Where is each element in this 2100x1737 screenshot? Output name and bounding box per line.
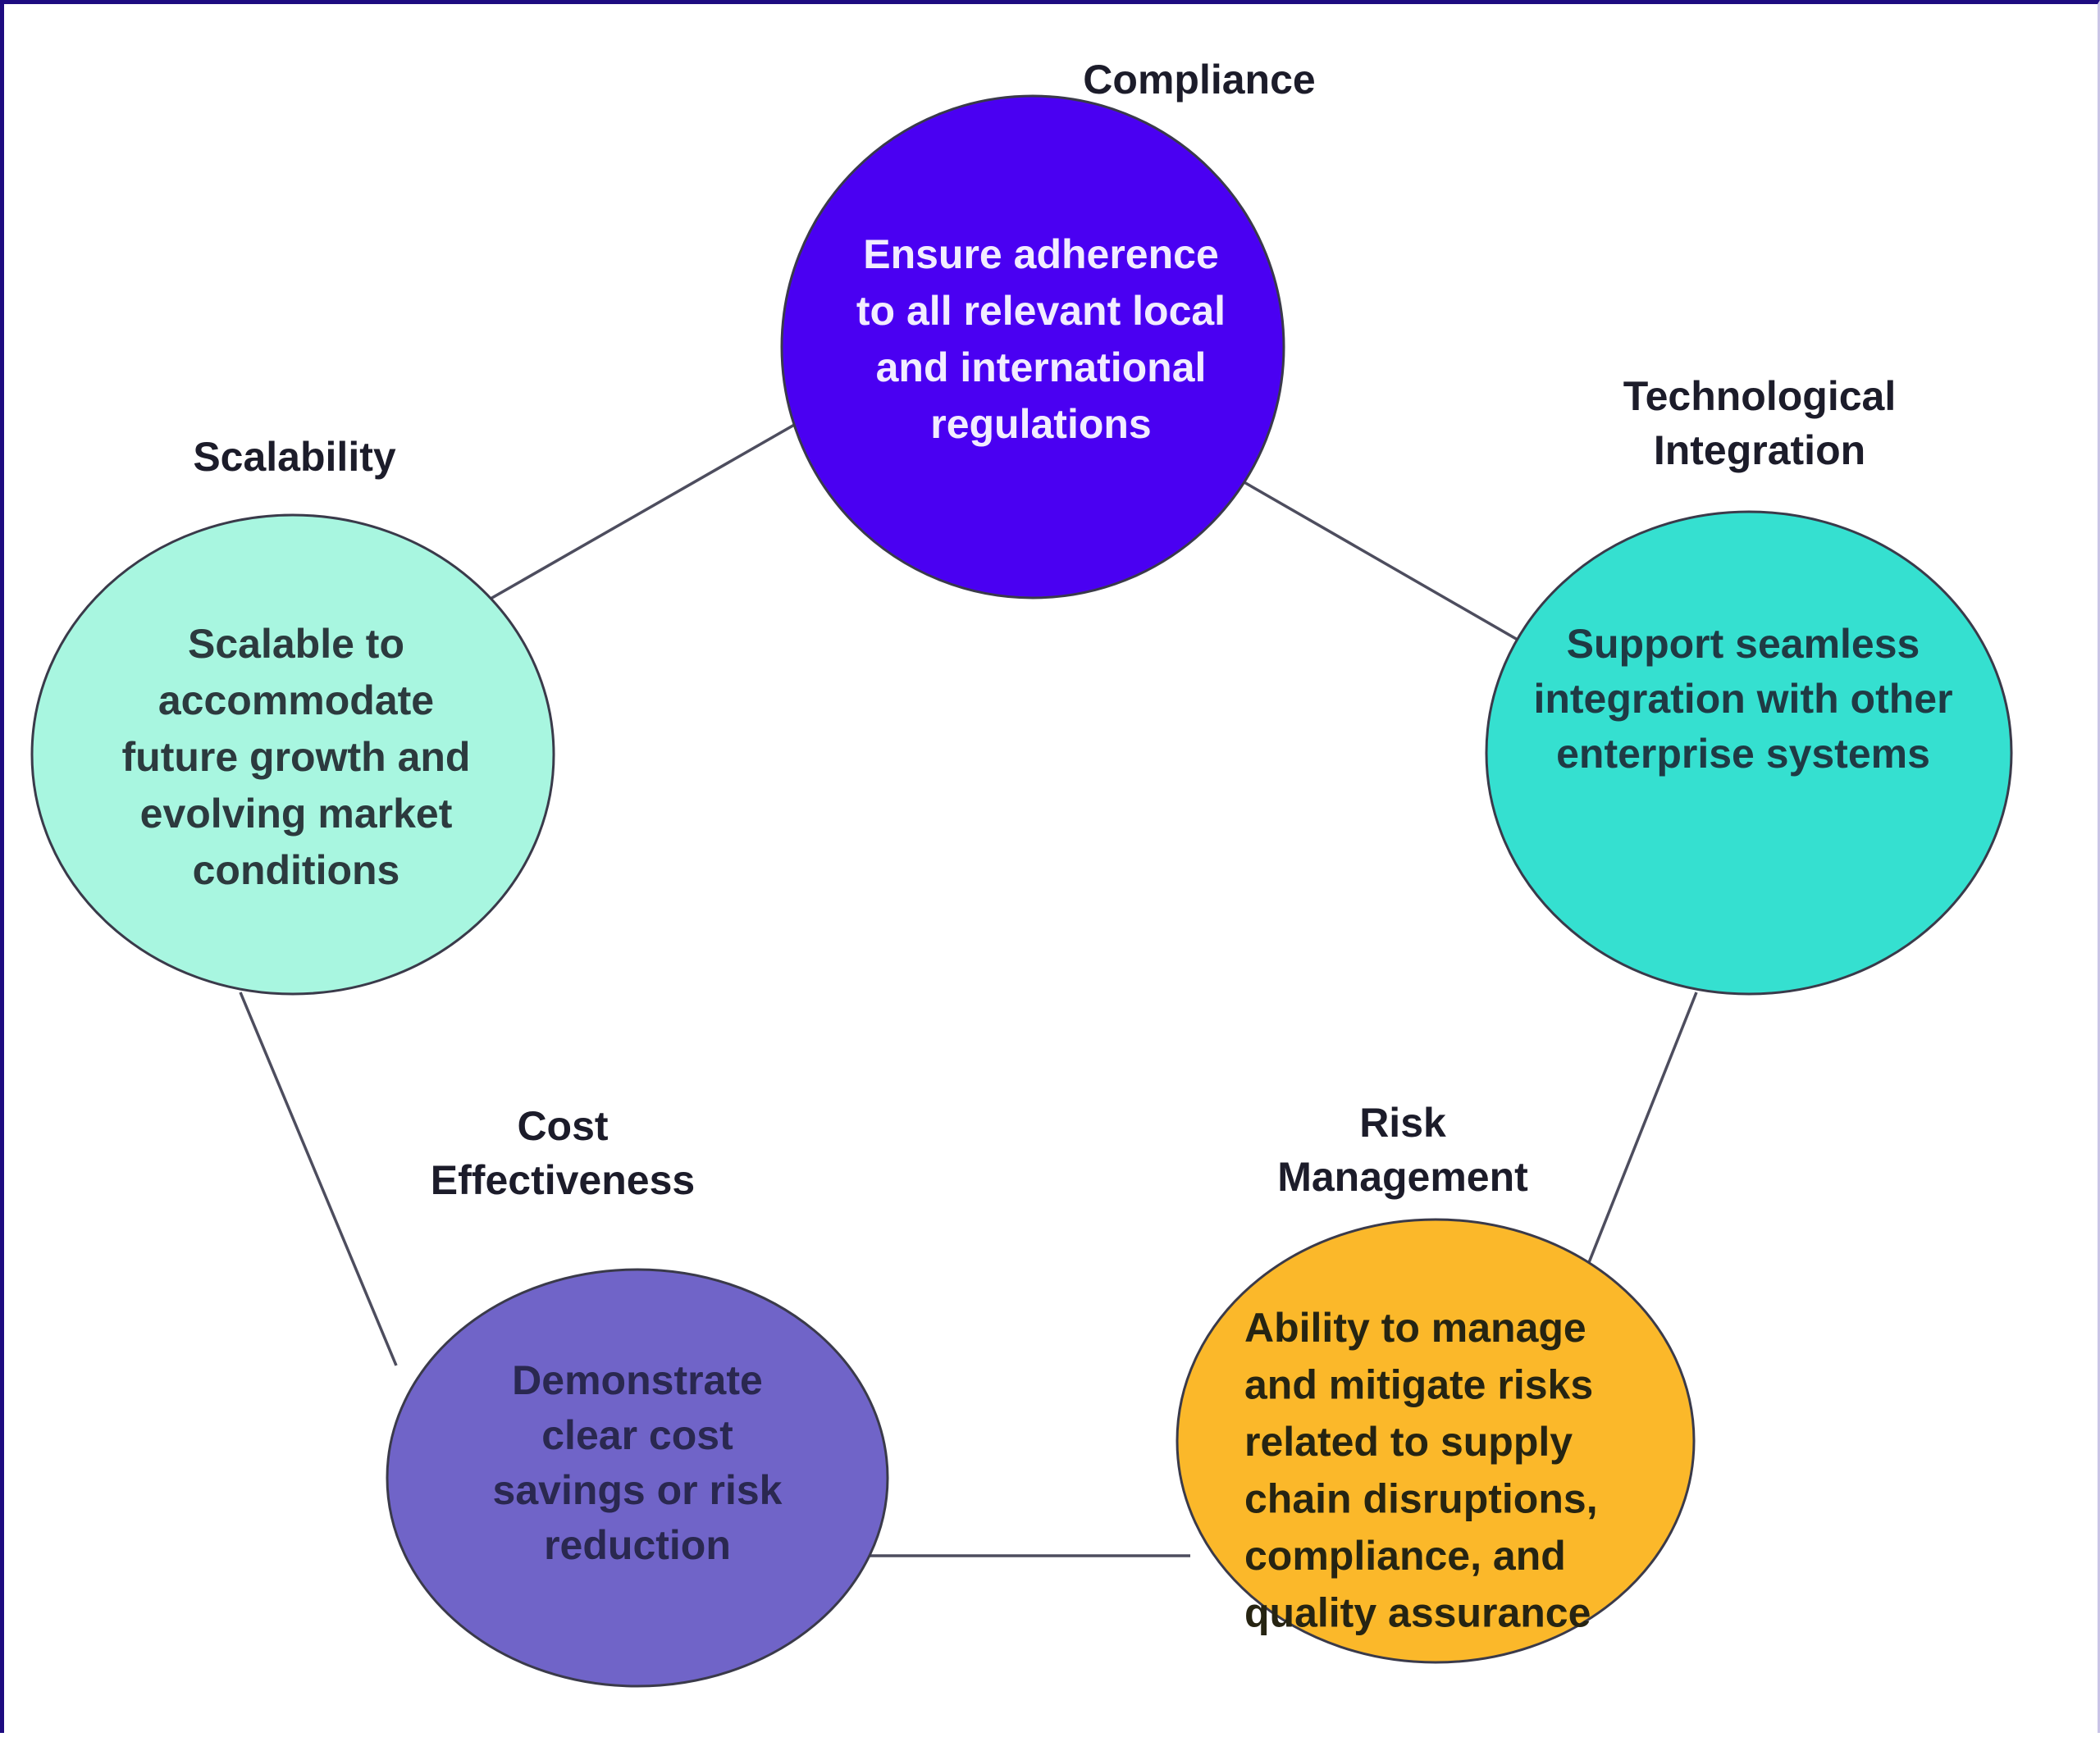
risk-management-description-line: chain disruptions,	[1244, 1476, 1598, 1522]
compliance-description-line: to all relevant local	[856, 288, 1226, 334]
technological-integration-circle	[1485, 510, 2013, 996]
cost-effectiveness-description-line: reduction	[544, 1522, 731, 1568]
connector-compliance-to-technological-integration	[1236, 476, 1518, 641]
compliance-title-line: Compliance	[1083, 57, 1315, 103]
cost-effectiveness-circle	[386, 1268, 889, 1688]
technological-integration-description-line: enterprise systems	[1556, 731, 1930, 777]
scalability-description-line: Scalable to	[188, 621, 404, 667]
scalability-description-line: conditions	[193, 847, 400, 893]
scalability-title-line: Scalability	[193, 434, 396, 480]
scalability-title: Scalability	[193, 434, 396, 480]
scalability-circle	[30, 513, 555, 996]
risk-management-description-line: and mitigate risks	[1244, 1362, 1593, 1408]
cost-effectiveness-title-line: Effectiveness	[431, 1157, 695, 1203]
compliance-description: Ensure adherence to all relevant local and…	[856, 231, 1226, 447]
risk-management-description-line: Ability to manage	[1244, 1305, 1586, 1351]
scalability-description-line: future growth and	[122, 734, 471, 780]
cost-effectiveness-description-line: savings or risk	[493, 1467, 783, 1513]
cost-effectiveness-description: Demonstrate clear cost savings or risk redu…	[493, 1357, 783, 1568]
scalability-description-line: evolving market	[140, 791, 453, 837]
scalability-description: Scalable to accommodate future growth and e…	[122, 621, 471, 893]
connectors	[239, 422, 1698, 1557]
connector-technological-integration-to-risk-management	[1583, 992, 1698, 1274]
risk-management-description-line: compliance, and	[1244, 1533, 1566, 1579]
connector-cost-effectiveness-to-scalability	[239, 992, 398, 1366]
risk-management-description-line: quality assurance	[1244, 1590, 1591, 1636]
technological-integration-description-line: integration with other	[1533, 676, 1952, 722]
compliance-description-line: regulations	[930, 401, 1151, 447]
technological-integration-title-line: Technological	[1623, 373, 1896, 419]
risk-management-description-line: related to supply	[1244, 1419, 1573, 1465]
technological-integration-description: Support seamless integration with other en…	[1533, 621, 1952, 777]
compliance-description-line: and international	[876, 344, 1207, 390]
cost-effectiveness-title-line: Cost	[517, 1103, 608, 1149]
compliance-circle	[780, 94, 1285, 600]
connector-scalability-to-compliance	[490, 422, 797, 600]
cost-effectiveness-description-line: Demonstrate	[512, 1357, 763, 1403]
risk-management-title-line: Management	[1277, 1154, 1528, 1200]
compliance-title: Compliance	[1083, 57, 1315, 103]
cost-effectiveness-description-line: clear cost	[541, 1412, 733, 1458]
risk-management-title-line: Risk	[1359, 1100, 1446, 1146]
risk-management-circle	[1176, 1218, 1696, 1664]
technological-integration-description-line: Support seamless	[1567, 621, 1920, 667]
compliance-description-line: Ensure adherence	[863, 231, 1219, 277]
technological-integration-title-line: Integration	[1654, 427, 1865, 473]
scalability-description-line: accommodate	[158, 677, 434, 723]
risk-management-description: Ability to manage and mitigate risks relat…	[1244, 1305, 1598, 1636]
